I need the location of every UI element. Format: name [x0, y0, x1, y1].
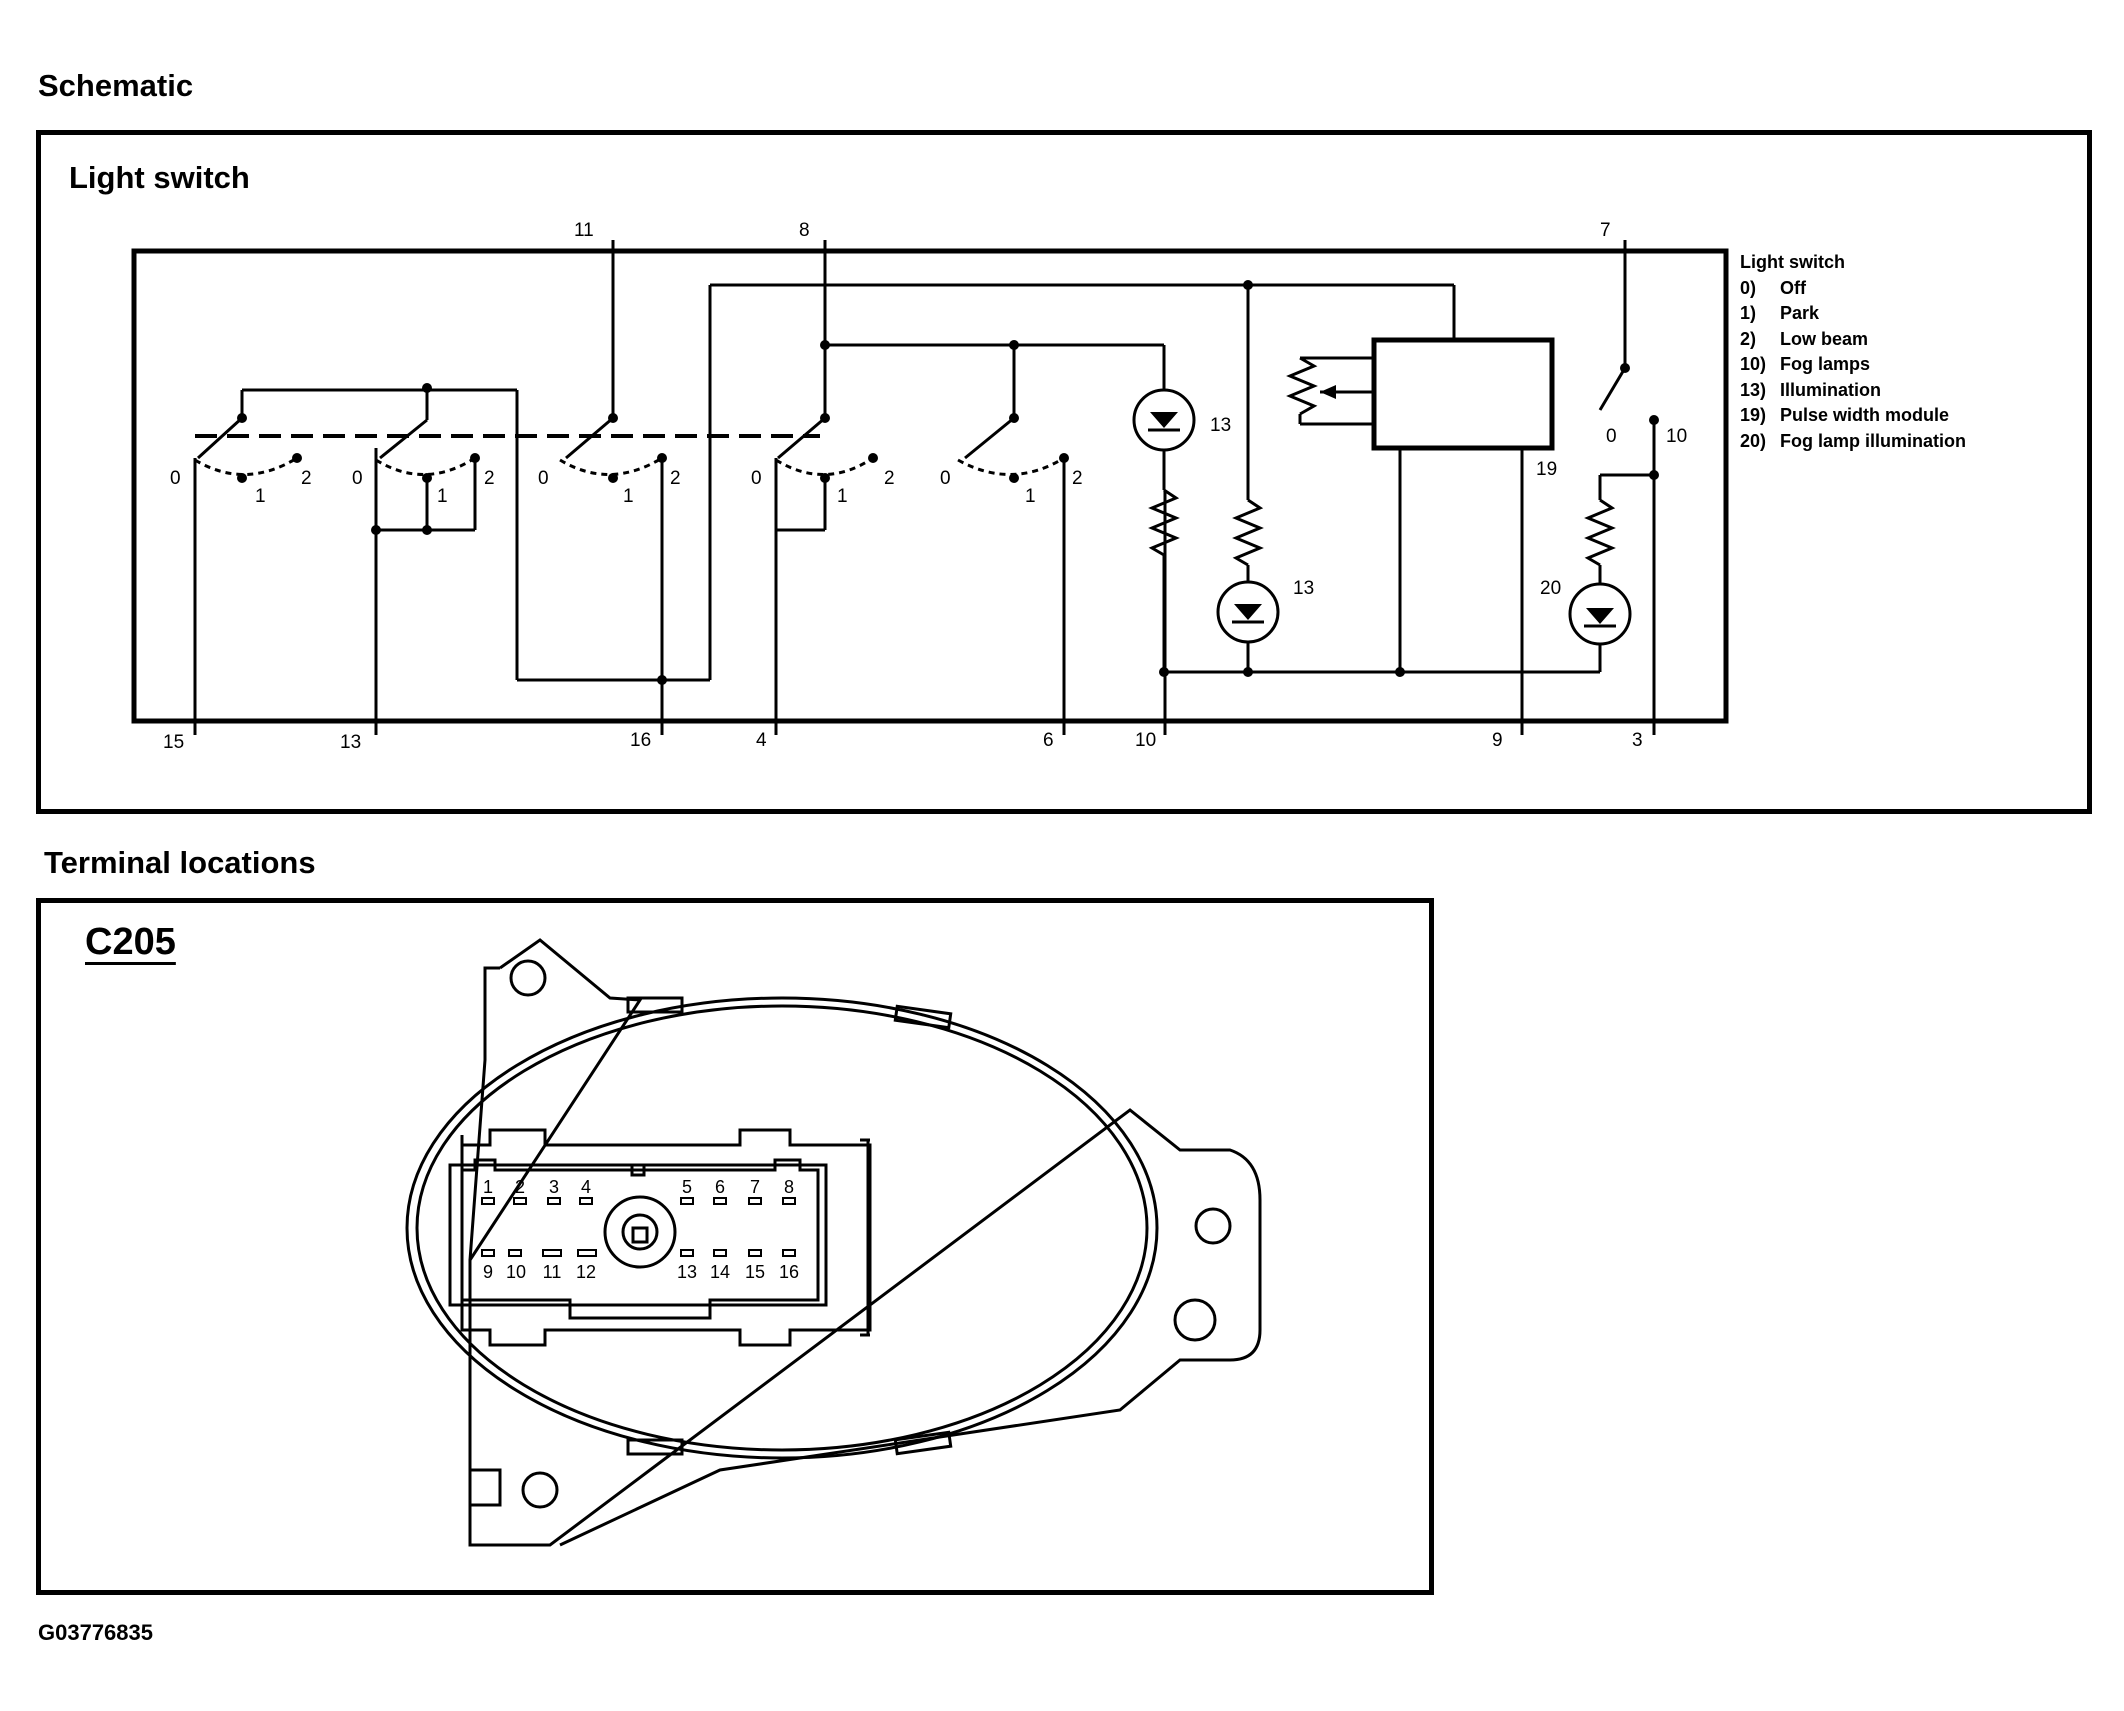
legend-item: 20)Fog lamp illumination	[1740, 430, 1966, 451]
connector-panel: C205	[36, 898, 1434, 1595]
pin-label-5: 5	[682, 1177, 692, 1197]
mounting-hole-top	[509, 959, 547, 997]
pin-label-1: 1	[483, 1177, 493, 1197]
legend-item: 13)Illumination	[1740, 379, 1881, 400]
pin-label-9: 9	[483, 1262, 493, 1282]
terminal-label-13: 13	[340, 732, 361, 753]
svg-text:2: 2	[301, 468, 312, 489]
switch-housing-outline	[131, 248, 1729, 724]
mounting-hole-right-lower	[1173, 1298, 1217, 1342]
pin-label-12: 12	[576, 1262, 596, 1282]
figure-id: G03776835	[38, 1620, 153, 1645]
terminal-label-11: 11	[574, 220, 594, 241]
legend-item: 0)Off	[1740, 277, 1806, 298]
component-label-13b: 13	[1293, 578, 1314, 599]
svg-text:2: 2	[670, 468, 681, 489]
pin-label-3: 3	[549, 1177, 559, 1197]
svg-text:2: 2	[1072, 468, 1083, 489]
terminal-label-3: 3	[1632, 730, 1643, 751]
pin-label-13: 13	[677, 1262, 697, 1282]
svg-text:2: 2	[484, 468, 495, 489]
terminal-label-7: 7	[1600, 220, 1611, 241]
pin-label-16: 16	[779, 1262, 799, 1282]
svg-text:1: 1	[623, 486, 634, 507]
terminal-locations-heading: Terminal locations	[44, 845, 316, 880]
svg-text:2: 2	[884, 468, 895, 489]
svg-text:1: 1	[837, 486, 848, 507]
svg-text:1: 1	[1025, 486, 1036, 507]
pin-label-11: 11	[543, 1262, 562, 1282]
terminal-label-16: 16	[630, 730, 651, 751]
potentiometer	[1286, 356, 1318, 416]
pin-label-4: 4	[581, 1177, 591, 1197]
component-label-10: 10	[1666, 426, 1687, 447]
svg-text:0: 0	[538, 468, 549, 489]
legend-title: Light switch	[1740, 252, 1845, 272]
terminal-label-8: 8	[799, 220, 810, 241]
resistor-fog	[1584, 498, 1616, 567]
pin-label-6: 6	[715, 1177, 725, 1197]
component-label-20: 20	[1540, 578, 1561, 599]
svg-text:1: 1	[437, 486, 448, 507]
svg-text:0: 0	[751, 468, 762, 489]
mounting-hole-bottom	[521, 1471, 559, 1509]
pin-label-14: 14	[710, 1262, 730, 1282]
pin-label-7: 7	[750, 1177, 760, 1197]
connector-keyway	[603, 1195, 677, 1269]
legend-item: 19)Pulse width module	[1740, 405, 1950, 425]
schematic-panel: Light switch	[36, 130, 2092, 814]
pin-label-10: 10	[506, 1262, 526, 1282]
legend-item: 2)Low beam	[1740, 328, 1869, 349]
light-switch-legend: Light switch 0)Off 1)Park 2)Low beam 10)…	[1740, 250, 1966, 454]
component-label-19: 19	[1536, 459, 1557, 480]
legend-item: 10)Fog lamps	[1740, 354, 1871, 374]
svg-text:0: 0	[170, 468, 181, 489]
terminal-label-15: 15	[163, 732, 184, 753]
schematic-panel-title: Light switch	[69, 160, 250, 195]
pin-label-8: 8	[784, 1177, 794, 1197]
schematic-heading: Schematic	[38, 68, 194, 103]
mounting-flange	[468, 938, 1262, 1547]
svg-text:0: 0	[352, 468, 363, 489]
svg-text:0: 0	[940, 468, 951, 489]
terminal-label-4: 4	[756, 730, 767, 751]
svg-text:1: 1	[255, 486, 266, 507]
connector-body	[405, 996, 1159, 1460]
terminal-label-10: 10	[1135, 730, 1156, 751]
mounting-hole-right-upper	[1194, 1207, 1232, 1245]
legend-item: 1)Park	[1740, 303, 1820, 323]
terminal-label-6: 6	[1043, 730, 1054, 751]
component-label-0: 0	[1606, 426, 1617, 447]
connector-title: C205	[85, 921, 176, 963]
pulse-width-module	[1371, 337, 1555, 451]
component-label-13a: 13	[1210, 415, 1231, 436]
pin-label-2: 2	[515, 1177, 525, 1197]
resistor-middle	[1232, 498, 1264, 567]
terminal-label-9: 9	[1492, 730, 1503, 751]
pin-label-15: 15	[745, 1262, 765, 1282]
resistor-upper	[1148, 488, 1180, 557]
